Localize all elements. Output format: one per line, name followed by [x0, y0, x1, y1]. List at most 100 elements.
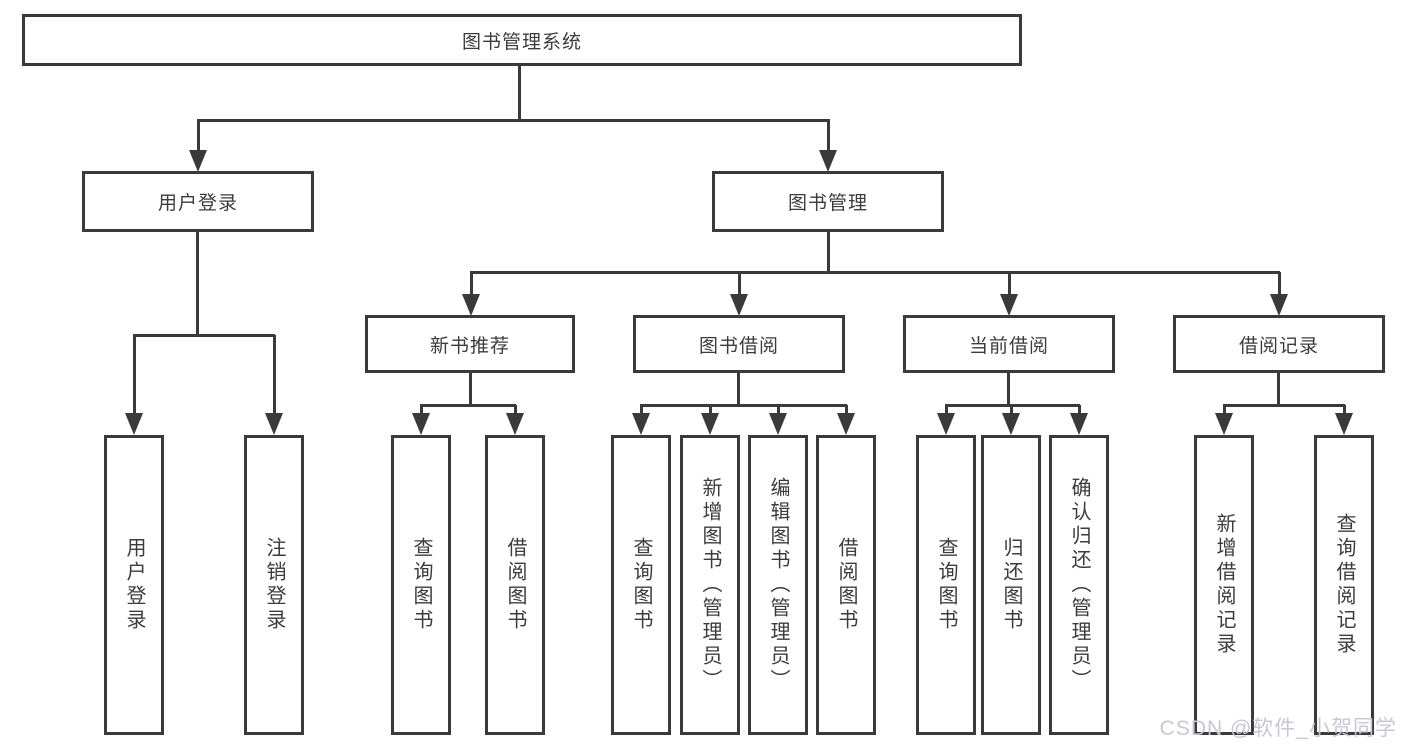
- connector-drop-book-borrow: [730, 272, 748, 316]
- connector-drop: [937, 405, 955, 435]
- connector-line: [1077, 405, 1081, 415]
- connector-drop: [701, 405, 719, 435]
- node-label: 图书借阅: [698, 335, 779, 357]
- connector-current-borrow-bar: [945, 404, 1080, 407]
- arrowhead-down-icon: [937, 413, 955, 435]
- connector-line: [1342, 405, 1346, 415]
- arrowhead-down-icon: [125, 413, 143, 435]
- leaf-query-books-current: 查询图书: [916, 435, 976, 735]
- leaf-add-book-admin: 新增图书（管理员）: [680, 435, 740, 735]
- connector-book-borrow-stub: [737, 373, 740, 406]
- node-label: 图书管理: [787, 193, 868, 214]
- arrowhead-down-icon: [412, 413, 430, 435]
- node-label: 新书推荐: [429, 335, 510, 357]
- connector-drop: [1215, 405, 1233, 435]
- arrowhead-down-icon: [1270, 294, 1288, 316]
- arrowhead-down-icon: [701, 413, 719, 435]
- arrowhead-down-icon: [769, 413, 787, 435]
- leaf-label: 查询图书: [410, 537, 432, 633]
- connector-line: [776, 405, 780, 415]
- connector-drop-leaf-user-login: [125, 335, 143, 435]
- connector-book-management-stub: [827, 232, 830, 274]
- leaf-label: 编辑图书（管理员）: [767, 477, 789, 693]
- leaf-query-borrow-record: 查询借阅记录: [1314, 435, 1374, 735]
- connector-root-bar: [197, 119, 830, 122]
- connector-drop: [1070, 405, 1088, 435]
- connector-line: [1007, 272, 1011, 296]
- arrowhead-down-icon: [632, 413, 650, 435]
- connector-book-borrow-bar: [640, 404, 847, 407]
- leaf-edit-book-admin: 编辑图书（管理员）: [748, 435, 808, 735]
- leaf-label: 查询图书: [630, 537, 652, 633]
- connector-current-borrow-stub: [1007, 373, 1010, 406]
- leaf-query-books-borrow: 查询图书: [611, 435, 671, 735]
- connector-drop-current-borrow: [1000, 272, 1018, 316]
- node-label: 用户登录: [157, 193, 238, 214]
- arrowhead-down-icon: [819, 150, 837, 172]
- leaf-label: 归还图书: [1000, 537, 1022, 633]
- connector-line: [272, 335, 276, 415]
- connector-drop: [1335, 405, 1353, 435]
- arrowhead-down-icon: [1215, 413, 1233, 435]
- connector-line: [708, 405, 712, 415]
- connector-line: [132, 335, 136, 415]
- connector-line: [639, 405, 643, 415]
- arrowhead-down-icon: [462, 294, 480, 316]
- node-book-borrow: 图书借阅: [633, 315, 845, 373]
- arrowhead-down-icon: [837, 413, 855, 435]
- connector-drop-leaf-logout: [265, 335, 283, 435]
- leaf-label: 注销登录: [263, 537, 285, 633]
- leaf-borrow-books-recommend: 借阅图书: [485, 435, 545, 735]
- leaf-borrow-books-borrow: 借阅图书: [816, 435, 876, 735]
- arrowhead-down-icon: [1000, 294, 1018, 316]
- arrowhead-down-icon: [506, 413, 524, 435]
- node-book-management: 图书管理: [712, 171, 944, 232]
- leaf-confirm-return-admin: 确认归还（管理员）: [1049, 435, 1109, 735]
- node-book-management-system: 图书管理系统: [22, 14, 1022, 66]
- connector-new-book-stub: [469, 373, 472, 406]
- connector-drop: [1002, 405, 1020, 435]
- leaf-label: 用户登录: [123, 537, 145, 633]
- connector-drop-user-login: [189, 120, 207, 172]
- node-borrow-records: 借阅记录: [1173, 315, 1385, 373]
- connector-root-stub: [518, 66, 521, 121]
- leaf-return-book: 归还图书: [981, 435, 1041, 735]
- node-label: 借阅记录: [1238, 335, 1319, 357]
- connector-new-book-bar: [420, 404, 516, 407]
- csdn-watermark: CSDN @软件_小贺同学: [1159, 717, 1397, 740]
- connector-book-management-bar: [470, 271, 1280, 274]
- connector-line: [1009, 405, 1013, 415]
- leaf-label: 借阅图书: [835, 537, 857, 633]
- connector-drop-borrow-records: [1270, 272, 1288, 316]
- leaf-logout: 注销登录: [244, 435, 304, 735]
- node-new-book-recommend: 新书推荐: [365, 315, 575, 373]
- arrowhead-down-icon: [189, 150, 207, 172]
- connector-borrow-records-stub: [1277, 373, 1280, 406]
- connector-drop: [632, 405, 650, 435]
- node-label: 图书管理系统: [461, 31, 582, 53]
- node-current-borrow: 当前借阅: [903, 315, 1115, 373]
- connector-drop: [412, 405, 430, 435]
- leaf-label: 确认归还（管理员）: [1068, 477, 1090, 693]
- connector-user-login-stub: [196, 232, 199, 336]
- arrowhead-down-icon: [1002, 413, 1020, 435]
- node-label: 当前借阅: [968, 335, 1049, 357]
- leaf-query-books-recommend: 查询图书: [391, 435, 451, 735]
- leaf-label: 查询借阅记录: [1333, 513, 1355, 657]
- connector-user-login-bar: [133, 334, 275, 337]
- connector-drop: [837, 405, 855, 435]
- leaf-label: 新增借阅记录: [1213, 513, 1235, 657]
- leaf-user-login: 用户登录: [104, 435, 164, 735]
- connector-drop-new-book: [462, 272, 480, 316]
- connector-drop: [769, 405, 787, 435]
- connector-line: [737, 272, 741, 296]
- node-user-login: 用户登录: [82, 171, 314, 232]
- arrowhead-down-icon: [1335, 413, 1353, 435]
- connector-drop-book-management: [819, 120, 837, 172]
- connector-borrow-records-bar: [1223, 404, 1345, 407]
- leaf-add-borrow-record: 新增借阅记录: [1194, 435, 1254, 735]
- connector-line: [469, 272, 473, 296]
- arrowhead-down-icon: [1070, 413, 1088, 435]
- connector-line: [826, 120, 830, 152]
